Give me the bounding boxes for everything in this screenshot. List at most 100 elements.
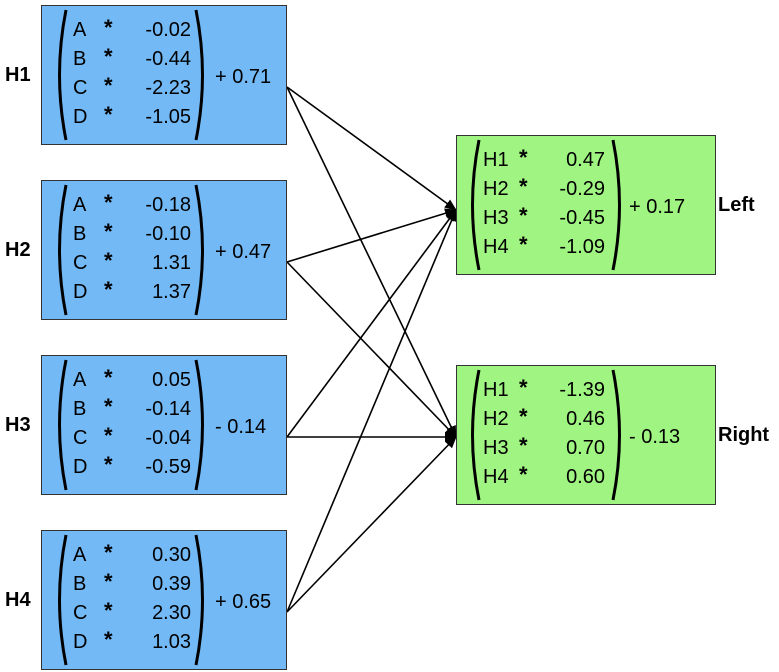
left-parenthesis <box>52 533 68 667</box>
hidden-node-label-h3: H3 <box>5 414 31 436</box>
left-parenthesis <box>52 358 68 492</box>
weight-coefficient: -0.02 <box>145 19 191 41</box>
input-variable: C <box>73 77 88 99</box>
input-variable: D <box>73 281 88 303</box>
weight-term: B*-0.14 <box>73 394 193 423</box>
weight-term: D*1.03 <box>73 627 193 656</box>
right-parenthesis <box>194 358 210 492</box>
bias-term: + 0.71 <box>215 66 272 88</box>
right-parenthesis <box>194 183 210 317</box>
input-variable: D <box>73 456 88 478</box>
weight-coefficient: 0.30 <box>152 544 191 566</box>
left-parenthesis <box>52 8 68 142</box>
multiply-sign: * <box>104 248 113 273</box>
weight-term: H1*0.47 <box>483 145 605 174</box>
weight-term: A*-0.18 <box>73 190 193 219</box>
weight-coefficient: -0.29 <box>559 178 605 200</box>
input-variable: H3 <box>483 437 509 459</box>
bias-term: + 0.17 <box>629 196 686 218</box>
multiply-sign: * <box>104 394 113 419</box>
multiply-sign: * <box>519 404 528 429</box>
weight-term: H2 * 0.46 <box>483 404 605 433</box>
right-parenthesis <box>611 138 627 272</box>
weight-term: H4*0.60 <box>483 462 605 491</box>
hidden-node-label-h1: H1 <box>5 64 31 86</box>
input-variable: B <box>73 398 87 420</box>
weight-coefficient: -1.39 <box>559 379 605 401</box>
edge-h1-to-right <box>286 86 457 438</box>
weight-term: B*-0.10 <box>73 219 193 248</box>
bias-term: + 0.47 <box>215 241 272 263</box>
input-variable: H2 <box>483 178 509 200</box>
multiply-sign: * <box>104 73 113 98</box>
multiply-sign: * <box>104 569 113 594</box>
weight-coefficient: -2.23 <box>145 77 191 99</box>
edge-h4-to-right <box>286 436 457 613</box>
output-node-label-left: Left <box>718 194 755 216</box>
weight-coefficient: 0.46 <box>566 408 605 430</box>
right-parenthesis <box>194 533 210 667</box>
multiply-sign: * <box>104 15 113 40</box>
weight-coefficient: 0.05 <box>152 369 191 391</box>
multiply-sign: * <box>519 203 528 228</box>
left-parenthesis <box>465 368 481 502</box>
weight-term: B*-0.44 <box>73 44 193 73</box>
multiply-sign: * <box>104 452 113 477</box>
edge-h2-to-right <box>286 261 457 438</box>
weight-coefficient: 1.31 <box>152 252 191 274</box>
multiply-sign: * <box>519 145 528 170</box>
weight-term: H3*0.70 <box>483 433 605 462</box>
weight-term: D * -0.59 <box>73 452 193 481</box>
multiply-sign: * <box>519 462 528 487</box>
edge-h4-to-left <box>286 209 457 613</box>
input-variable: C <box>73 427 88 449</box>
hidden-node-label-h2: H2 <box>5 239 31 261</box>
weight-coefficient: 0.47 <box>566 149 605 171</box>
weight-coefficient: -0.10 <box>145 223 191 245</box>
weight-term: C * -0.04 <box>73 423 193 452</box>
input-variable: H3 <box>483 207 509 229</box>
weight-term: C * 1.31 <box>73 248 193 277</box>
weight-coefficient: 1.03 <box>152 631 191 653</box>
weight-term: C*2.30 <box>73 598 193 627</box>
weight-term: C * -2.23 <box>73 73 193 102</box>
weight-term: D*-1.05 <box>73 102 193 131</box>
bias-term: - 0.13 <box>629 426 681 448</box>
multiply-sign: * <box>104 44 113 69</box>
weight-term: H1*-1.39 <box>483 375 605 404</box>
weight-coefficient: 1.37 <box>152 281 191 303</box>
weight-coefficient: 0.70 <box>566 437 605 459</box>
edge-h2-to-left <box>286 208 457 263</box>
weight-term: A*0.05 <box>73 365 193 394</box>
weight-coefficient: -0.04 <box>145 427 191 449</box>
weight-coefficient: 0.39 <box>152 573 191 595</box>
input-variable: D <box>73 631 88 653</box>
multiply-sign: * <box>519 375 528 400</box>
left-parenthesis <box>52 183 68 317</box>
input-variable: C <box>73 602 88 624</box>
multiply-sign: * <box>104 365 113 390</box>
weight-coefficient: -0.59 <box>145 456 191 478</box>
input-variable: H4 <box>483 236 509 258</box>
input-variable: C <box>73 252 88 274</box>
multiply-sign: * <box>519 174 528 199</box>
bias-term: - 0.14 <box>215 416 267 438</box>
edge-h3-to-left <box>286 209 457 438</box>
hidden-node-label-h4: H4 <box>5 589 31 611</box>
right-parenthesis <box>611 368 627 502</box>
multiply-sign: * <box>104 102 113 127</box>
weight-term: H4*-1.09 <box>483 232 605 261</box>
weight-term: H2 * -0.29 <box>483 174 605 203</box>
output-node-label-right: Right <box>718 424 770 446</box>
weight-term: A*-0.02 <box>73 15 193 44</box>
multiply-sign: * <box>104 423 113 448</box>
bias-term: + 0.65 <box>215 591 272 613</box>
input-variable: H2 <box>483 408 509 430</box>
weight-term: B*0.39 <box>73 569 193 598</box>
input-variable: D <box>73 106 88 128</box>
